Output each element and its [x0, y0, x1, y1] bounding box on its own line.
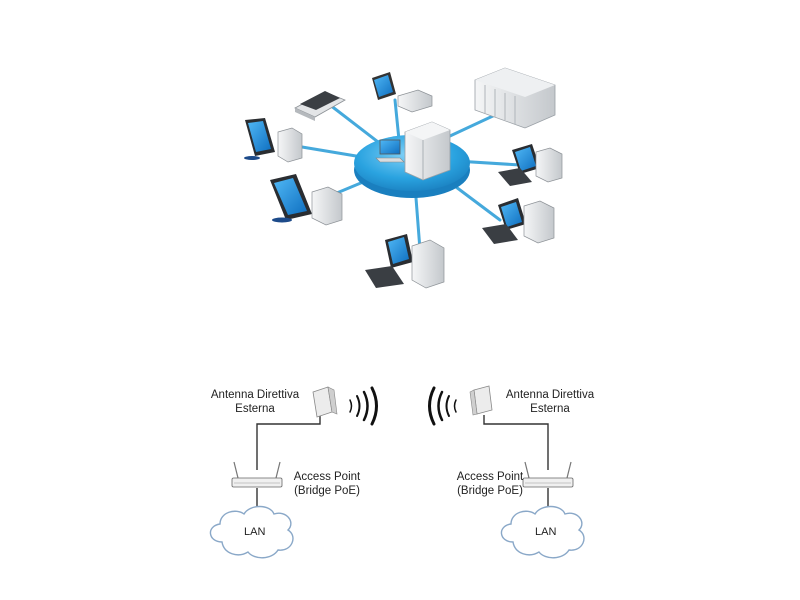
desktop-icon-right-top	[498, 144, 563, 186]
server-icon	[404, 121, 451, 181]
desktop-icon-left-top	[244, 118, 303, 163]
desktop-icon-left-bottom	[270, 174, 343, 226]
lan-cloud-right	[500, 505, 585, 559]
antenna-label-left: Antenna Direttiva Esterna	[200, 388, 310, 416]
directional-antenna-right	[469, 385, 493, 416]
access-point-label-left-line1: Access Point	[293, 471, 361, 483]
radio-waves-left	[349, 386, 378, 426]
laptop-icon	[375, 139, 405, 163]
scanner-icon	[294, 91, 346, 121]
star-network-diagram	[244, 67, 563, 289]
antenna-label-right-line2: Esterna	[530, 403, 570, 415]
antenna-label-right: Antenna Direttiva Esterna	[495, 388, 605, 416]
desktop-icon-right-bottom	[482, 198, 555, 244]
radio-waves-right	[428, 386, 457, 426]
lan-cloud-left	[209, 505, 294, 559]
access-point-label-right-line2: (Bridge PoE)	[457, 485, 523, 497]
antenna-label-left-line2: Esterna	[235, 403, 275, 415]
desktop-icon-top	[372, 72, 433, 113]
access-point-right	[522, 461, 574, 488]
directional-antenna-left	[312, 386, 338, 418]
access-point-left	[231, 461, 283, 488]
access-point-label-right: Access Point (Bridge PoE)	[445, 470, 535, 498]
access-point-label-left: Access Point (Bridge PoE)	[282, 470, 372, 498]
antenna-label-left-line1: Antenna Direttiva	[210, 389, 300, 401]
antenna-label-right-line1: Antenna Direttiva	[505, 389, 595, 401]
lan-label-left: LAN	[244, 526, 266, 538]
lan-label-right: LAN	[535, 526, 557, 538]
desktop-icon-bottom	[365, 234, 445, 289]
access-point-label-left-line2: (Bridge PoE)	[294, 485, 360, 497]
storage-rack-icon	[474, 67, 556, 129]
access-point-label-right-line1: Access Point	[456, 471, 524, 483]
